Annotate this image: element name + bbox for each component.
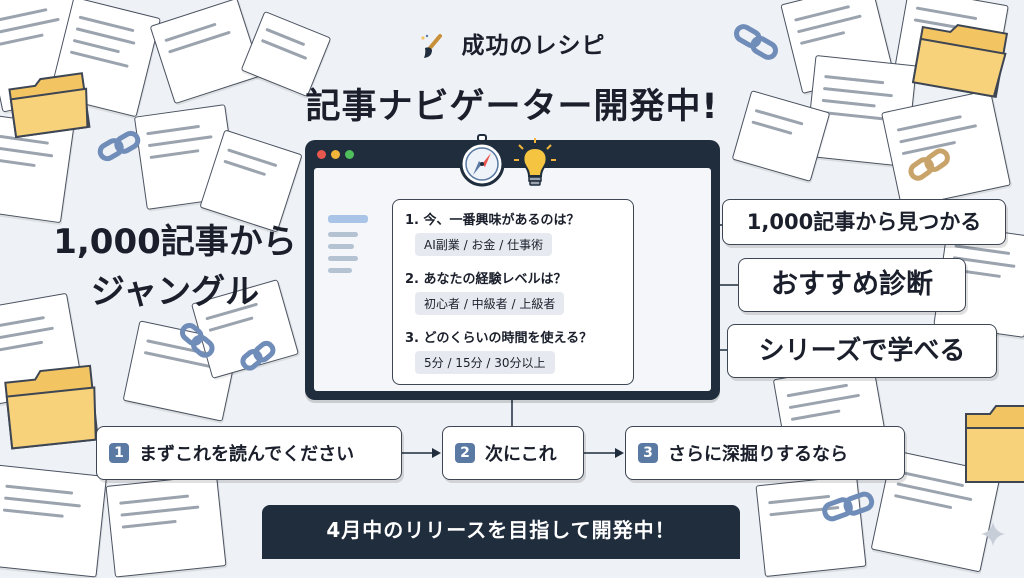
folder-icon (912, 24, 1008, 98)
step-1-number: 1 (109, 443, 129, 463)
chain-link-icon (734, 24, 778, 60)
lightbulb-icon (514, 138, 556, 186)
step-1-card[interactable]: 1 まずこれを読んでください (96, 426, 402, 480)
window-close-dot[interactable] (317, 150, 326, 159)
page-title: 記事ナビゲーター開発中! (305, 87, 719, 127)
step-1-label: まずこれを読んでください (139, 444, 355, 465)
sidebar-line (328, 244, 354, 249)
subtitle: 成功のレシピ (0, 26, 1024, 61)
sparkle-icon (981, 522, 1005, 546)
sidebar-line (328, 268, 352, 273)
brush-icon (421, 33, 443, 58)
label-series-learning: シリーズで学べる (727, 324, 997, 378)
quiz-card: 1. 今、一番興味があるのは？ AI副業 / お金 / 仕事術 2. あなたの経… (392, 199, 634, 385)
sidebar-line (328, 256, 358, 261)
question-3: 3. どのくらいの時間を使える？ (405, 331, 593, 346)
label-recommend-diagnosis: おすすめ診断 (738, 258, 966, 312)
window-maximize-dot[interactable] (345, 150, 354, 159)
question-2-options[interactable]: 初心者 / 中級者 / 上級者 (415, 292, 565, 315)
label-find-articles: 1,000記事から見つかる (722, 199, 1006, 245)
sidebar-highlight (328, 215, 368, 223)
step-2-number: 2 (455, 443, 475, 463)
question-3-options[interactable]: 5分 / 15分 / 30分以上 (415, 351, 555, 374)
step-2-card[interactable]: 2 次にこれ (442, 426, 584, 480)
question-2: 2. あなたの経験レベルは？ (405, 272, 567, 287)
release-banner: 4月中のリリースを目指して開発中！ (262, 505, 740, 559)
window-minimize-dot[interactable] (331, 150, 340, 159)
step-3-label: さらに深掘りするなら (668, 444, 848, 465)
compass-icon (459, 134, 505, 187)
question-1-options[interactable]: AI副業 / お金 / 仕事術 (415, 233, 553, 256)
folder-icon (965, 405, 1024, 483)
step-2-label: 次にこれ (485, 444, 557, 465)
left-heading-line2: ジャングル (90, 272, 260, 312)
sidebar-line (328, 232, 358, 237)
chain-link-icon (822, 491, 875, 522)
chain-link-icon (97, 130, 141, 162)
folder-icon (4, 364, 99, 450)
folder-icon (8, 72, 91, 139)
left-heading-line1: 1,000記事から (53, 222, 297, 262)
step-3-number: 3 (638, 443, 658, 463)
question-1: 1. 今、一番興味があるのは？ (405, 213, 580, 228)
chain-link-icon (908, 148, 950, 181)
chain-link-icon (179, 323, 215, 358)
chain-link-icon (240, 340, 276, 371)
left-heading: 1,000記事から ジャングル (40, 217, 310, 317)
step-3-card[interactable]: 3 さらに深掘りするなら (625, 426, 905, 480)
